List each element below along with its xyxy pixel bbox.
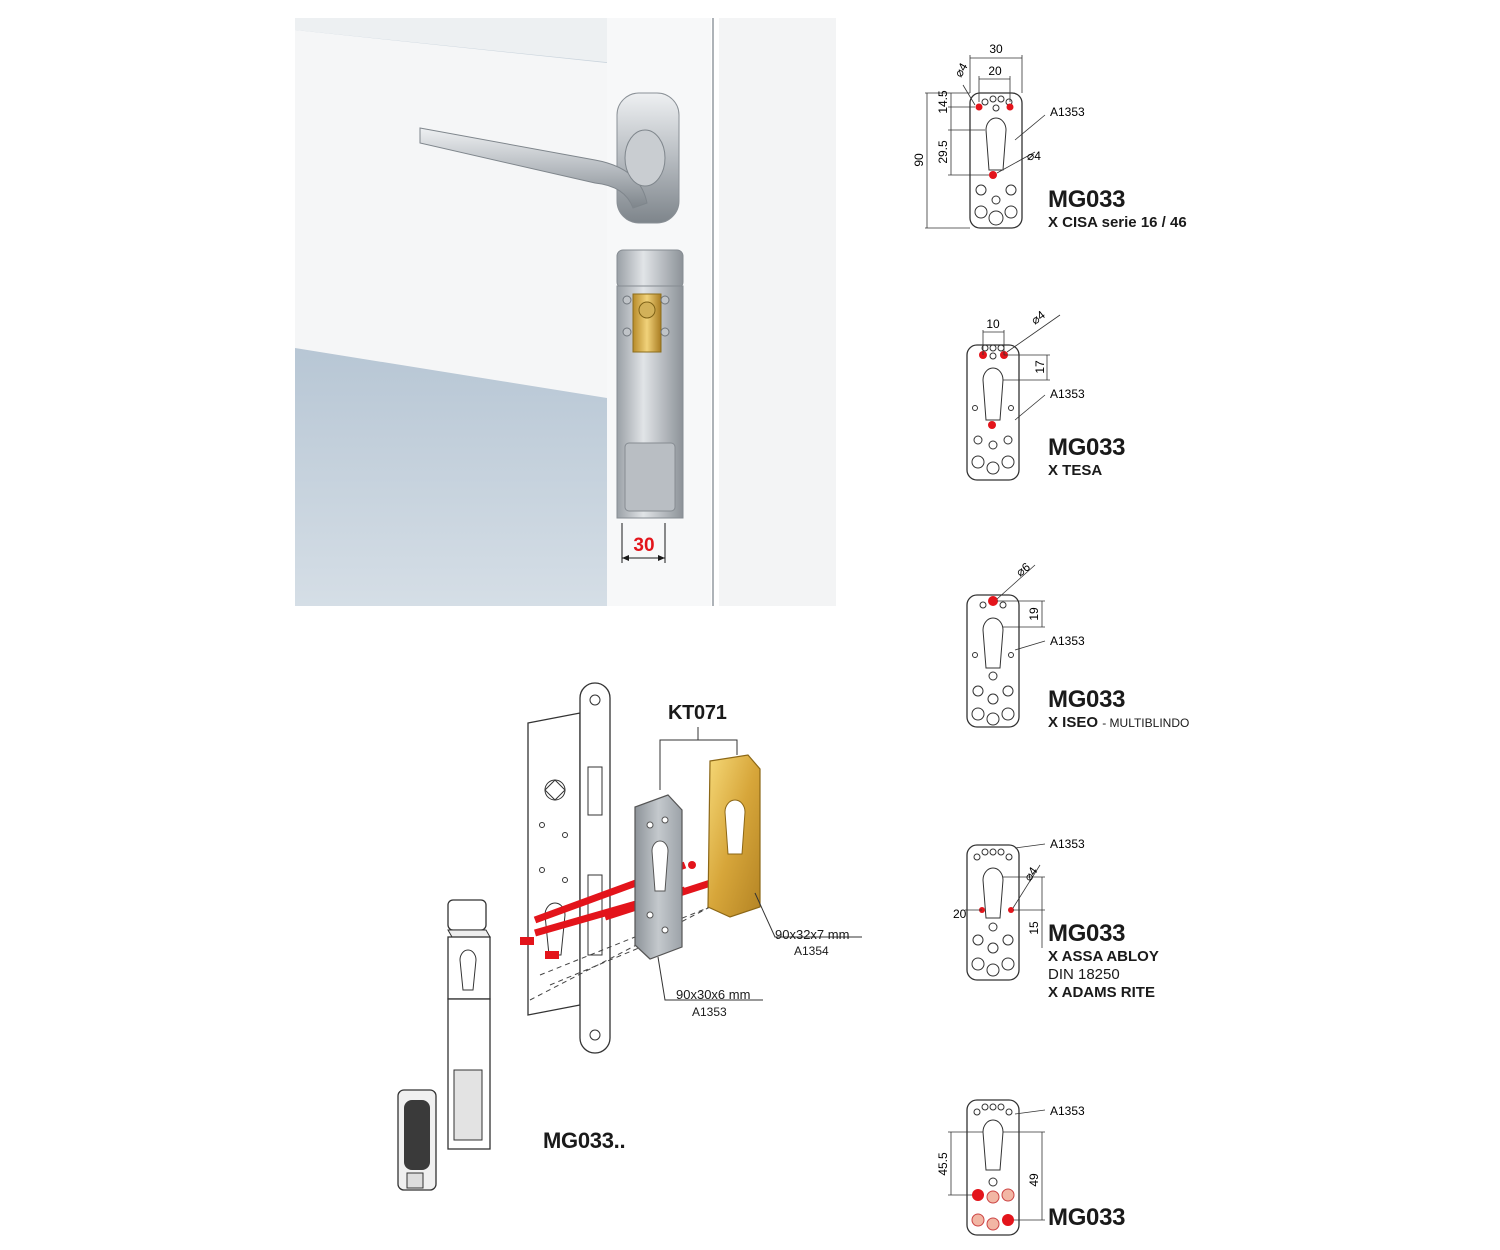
- svg-text:A1353: A1353: [1050, 837, 1085, 851]
- svg-text:45.5: 45.5: [936, 1152, 950, 1176]
- backplate-dims: 90x30x6 mm: [676, 987, 751, 1002]
- gold-plate-code: A1354: [794, 944, 829, 958]
- variant-assa-caption: MG033 X ASSA ABLOY DIN 18250 X ADAMS RIT…: [1048, 920, 1159, 1001]
- svg-text:A1353: A1353: [1050, 387, 1085, 401]
- variant-cisa-caption: MG033 X CISA serie 16 / 46: [1048, 186, 1187, 231]
- variant-five-drawing: 45.5 49 A1353: [936, 1099, 1085, 1236]
- svg-text:90: 90: [912, 153, 926, 167]
- svg-text:⌀4: ⌀4: [1021, 864, 1041, 884]
- svg-text:A1353: A1353: [1050, 105, 1085, 119]
- svg-text:20: 20: [988, 64, 1002, 78]
- variant-cisa-drawing: 30 20 14.5 29.5 90 ⌀4 ⌀4 A1353: [912, 42, 1085, 229]
- photo-width-label: 30: [633, 535, 654, 556]
- exploded-product-label: MG033..: [543, 1128, 626, 1153]
- variant-five-caption: MG033: [1048, 1204, 1126, 1231]
- svg-text:20: 20: [953, 907, 967, 921]
- variant-tesa-drawing: 10 ⌀4 17 A1353: [966, 310, 1085, 481]
- svg-text:10: 10: [986, 317, 1000, 331]
- variant-iseo-drawing: ⌀6 19 A1353: [966, 560, 1085, 728]
- svg-text:⌀6: ⌀6: [1013, 560, 1033, 580]
- backplate-code: A1353: [692, 1005, 727, 1019]
- variant-assa-drawing: 20 ⌀4 15 A1353: [953, 837, 1085, 981]
- svg-text:29.5: 29.5: [936, 140, 950, 164]
- svg-text:49: 49: [1027, 1173, 1041, 1187]
- door-photo: 30: [295, 18, 836, 606]
- svg-text:17: 17: [1033, 360, 1047, 374]
- svg-text:⌀4: ⌀4: [1027, 149, 1041, 163]
- variant-iseo-caption: MG033 X ISEO - MULTIBLINDO: [1048, 686, 1190, 731]
- svg-text:⌀4: ⌀4: [951, 60, 970, 79]
- svg-text:15: 15: [1027, 921, 1041, 935]
- kit-label: KT071: [668, 702, 727, 724]
- exploded-view: [397, 682, 862, 1191]
- lock-body: [527, 712, 581, 1016]
- gold-plate-dims: 90x32x7 mm: [775, 927, 850, 942]
- svg-text:19: 19: [1027, 607, 1041, 621]
- svg-text:A1353: A1353: [1050, 1104, 1085, 1118]
- svg-text:A1353: A1353: [1050, 634, 1085, 648]
- svg-text:30: 30: [989, 42, 1003, 56]
- svg-text:⌀4: ⌀4: [1028, 310, 1048, 327]
- variant-tesa-caption: MG033 X TESA: [1048, 434, 1126, 479]
- lock-faceplate: [579, 682, 611, 1054]
- svg-text:14.5: 14.5: [936, 90, 950, 114]
